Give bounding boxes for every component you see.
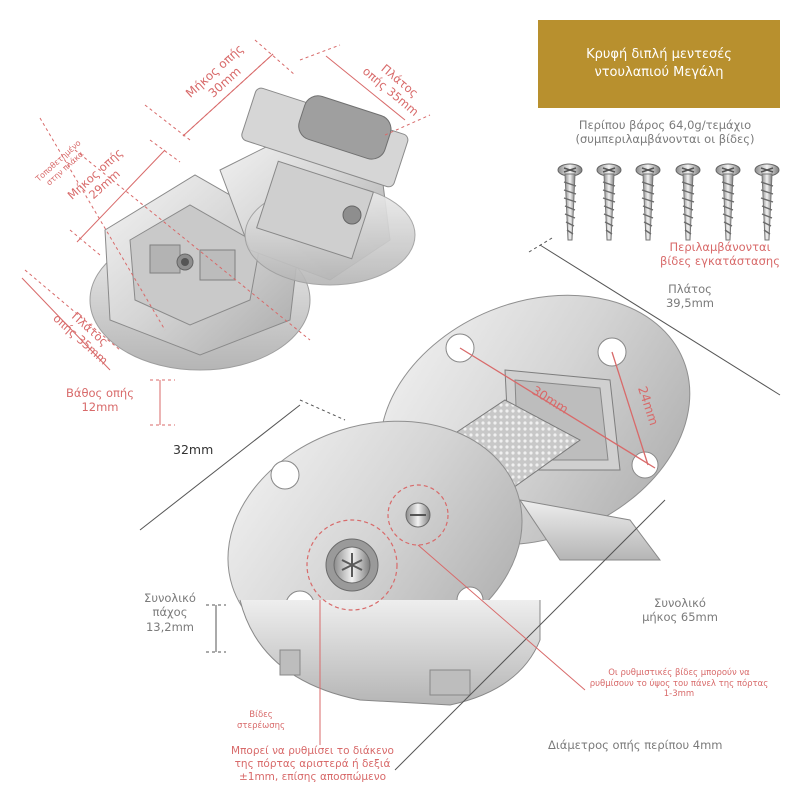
main-width-value: 39,5mm bbox=[665, 296, 714, 311]
fixing-screws-line-2: στερέωσης bbox=[237, 720, 285, 731]
top-hinge-dimensions bbox=[21, 39, 431, 426]
top-hinge-illustration bbox=[89, 87, 416, 371]
screws-line-1: Περιλαμβάνονται bbox=[669, 240, 771, 254]
banner-line-1: Κρυφή διπλή μεντεσές bbox=[586, 46, 732, 62]
total-length-value: μήκος 65mm bbox=[642, 610, 718, 625]
screws-line-2: βίδες εγκατάστασης bbox=[660, 254, 780, 269]
depth-title: Βάθος οπής bbox=[66, 386, 134, 400]
gap-adjust-line-3: ±1mm, επίσης αποσπώμενο bbox=[238, 771, 387, 784]
height-adjust-note: Οι ρυθμιστικές βίδες μπορούν να ρυθμίσου… bbox=[560, 668, 798, 700]
fixing-screws-label: Βίδες στερέωσης bbox=[226, 710, 296, 731]
gap-adjust-note: Μπορεί να ρυθμίσει το διάκενο της πόρτας… bbox=[210, 745, 415, 784]
main-width-title: Πλάτος bbox=[668, 282, 712, 296]
weight-line-1: Περίπου βάρος 64,0g/τεμάχιο bbox=[578, 118, 752, 132]
weight-info: Περίπου βάρος 64,0g/τεμάχιο (συμπεριλαμβ… bbox=[560, 118, 770, 147]
height-adjust-line-1: Οι ρυθμιστικές βίδες μπορούν να bbox=[608, 668, 750, 678]
main-hinge-illustration bbox=[227, 294, 691, 706]
screws-illustration bbox=[557, 163, 780, 241]
thickness-label: Συνολικό πάχος 13,2mm bbox=[130, 591, 210, 634]
thickness-value: 13,2mm bbox=[145, 619, 194, 634]
product-title-banner: Κρυφή διπλή μεντεσές ντουλαπιού Μεγάλη bbox=[538, 20, 780, 108]
height-adjust-line-3: 1-3mm bbox=[663, 689, 695, 700]
total-length-label: Συνολικό μήκος 65mm bbox=[625, 596, 735, 625]
fixing-screws-line-1: Βίδες bbox=[249, 710, 273, 720]
height-adjust-line-2: ρυθμίσουν το ύψος του πάνελ της πόρτας bbox=[589, 678, 769, 689]
depth-value: 12mm bbox=[81, 400, 119, 415]
depth-label: Βάθος οπής 12mm bbox=[50, 386, 150, 415]
thickness-title: Συνολικό bbox=[144, 591, 196, 605]
dim-32-label: 32mm bbox=[173, 442, 214, 457]
total-length-title: Συνολικό bbox=[654, 596, 706, 610]
weight-line-2: (συμπεριλαμβάνονται οι βίδες) bbox=[575, 132, 755, 147]
gap-adjust-line-2: της πόρτας αριστερά ή δεξιά bbox=[234, 758, 391, 771]
main-width-label: Πλάτος 39,5mm bbox=[650, 282, 730, 311]
main-hinge-dimensions bbox=[139, 237, 781, 771]
gap-adjust-line-1: Μπορεί να ρυθμίσει το διάκενο bbox=[231, 745, 394, 757]
thickness-title-2: πάχος bbox=[152, 605, 188, 620]
banner-line-2: ντουλαπιού Μεγάλη bbox=[594, 65, 724, 80]
screws-included-label: Περιλαμβάνονται βίδες εγκατάστασης bbox=[660, 240, 780, 269]
hole-diameter-label: Διάμετρος οπής περίπου 4mm bbox=[548, 738, 723, 752]
